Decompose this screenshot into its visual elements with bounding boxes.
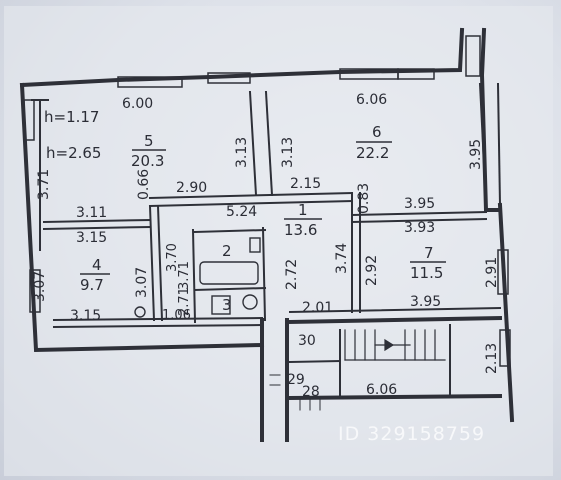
room-5: 5 20.3 [131, 132, 166, 170]
bathroom-fixtures [134, 237, 261, 318]
dim-r2-v2: 3.71 [177, 261, 192, 290]
height-label-2: h=2.65 [46, 144, 101, 162]
dim-r7-left: 2.92 [364, 255, 380, 286]
watermark: ID 329158759 [338, 423, 485, 445]
windows [23, 35, 511, 367]
dim-r4-top-b: 3.15 [76, 230, 107, 246]
dim-r1-bottom: 2.01 [302, 300, 333, 316]
room-number: 6 [372, 123, 382, 141]
dim-top-right: 6.06 [356, 92, 387, 108]
room-number: 7 [424, 244, 434, 262]
room-number: 1 [298, 201, 308, 219]
room-1: 1 13.6 [284, 201, 322, 239]
dim-r5-mid: 0.66 [136, 169, 152, 200]
room-2-number: 2 [222, 242, 232, 260]
dim-r6-right: 3.95 [468, 139, 484, 170]
dim-r7-bottom: 3.95 [410, 294, 441, 310]
dim-r2-v3: 2.71 [177, 287, 192, 316]
dim-r6-vert: 0.83 [356, 183, 372, 214]
room-area: 9.7 [80, 276, 104, 294]
dim-r6-left: 3.13 [280, 137, 296, 168]
room-area: 22.2 [356, 144, 389, 162]
dim-r5-left: 3.71 [36, 169, 52, 200]
room-30-number: 30 [298, 333, 316, 349]
dim-r4-left: 3.07 [32, 271, 48, 302]
height-label-1: h=1.17 [44, 108, 99, 126]
room-4: 4 9.7 [80, 256, 110, 294]
room-area: 11.5 [410, 264, 443, 282]
dim-r2-v1: 3.70 [165, 243, 180, 272]
room-area: 13.6 [284, 221, 317, 239]
dim-r6-bottom: 2.15 [290, 176, 321, 192]
dim-stair-side: 2.13 [484, 343, 500, 374]
room-7: 7 11.5 [410, 244, 446, 282]
dim-r1-top: 5.24 [226, 204, 257, 220]
dim-top-left: 6.00 [122, 96, 153, 112]
dim-r1-v1: 2.72 [284, 259, 300, 290]
dim-r5-bottom: 2.90 [176, 180, 207, 196]
room-number: 5 [144, 132, 154, 150]
staircase [344, 329, 446, 361]
room-3-number: 3 [222, 296, 232, 314]
dim-r7-top-a: 3.95 [404, 196, 435, 212]
dim-r7-top-b: 3.93 [404, 220, 435, 236]
dim-stair-bottom: 6.06 [366, 382, 397, 398]
room-area: 20.3 [131, 152, 164, 170]
dim-r1-v2: 3.74 [334, 243, 350, 274]
dim-r5-right: 3.13 [234, 137, 250, 168]
dimension-labels: 6.00 6.06 2.90 2.15 5.24 3.11 3.15 3.95 … [32, 92, 500, 398]
room-28-number: 28 [302, 384, 320, 400]
dim-r7-right: 2.91 [484, 257, 500, 288]
inner-walls [31, 82, 502, 399]
dim-r4-right: 3.07 [134, 267, 150, 298]
hall-ticks [269, 374, 321, 411]
dim-r4-bottom: 3.15 [70, 308, 101, 324]
dim-r4-top-a: 3.11 [76, 205, 107, 221]
room-29-number: 29 [287, 372, 305, 388]
room-6: 6 22.2 [356, 123, 392, 162]
outer-walls [19, 27, 515, 442]
room-number: 4 [92, 256, 102, 274]
dim-r3-bottom: 1.06 [162, 308, 191, 323]
